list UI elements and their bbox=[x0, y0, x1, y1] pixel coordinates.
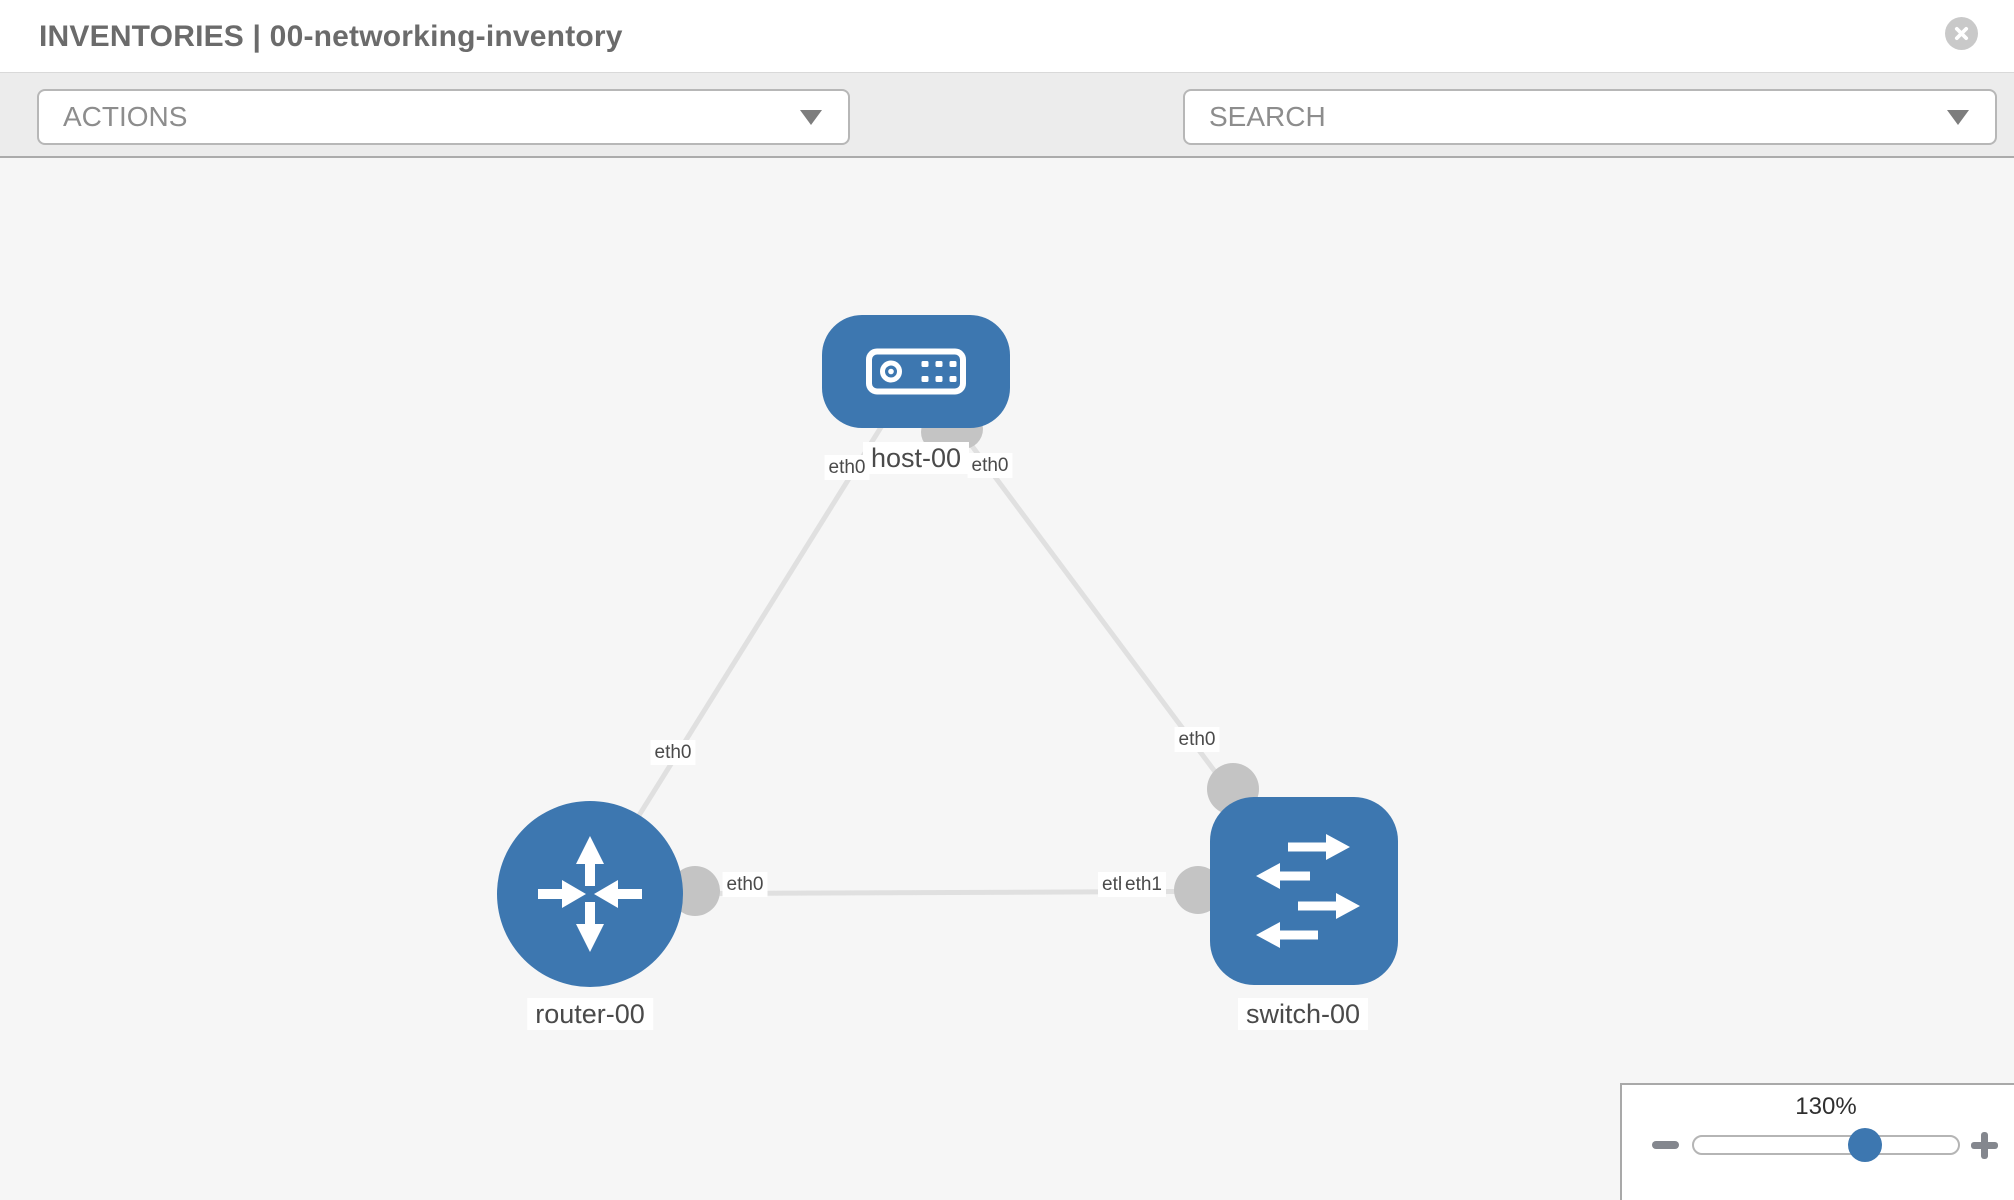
node-label-host-00: host-00 bbox=[862, 442, 970, 474]
topology-canvas[interactable]: host-00 router-00 switch-00 eth0 eth0 et… bbox=[0, 158, 2014, 1200]
router-icon bbox=[538, 836, 642, 952]
close-icon bbox=[1954, 26, 1969, 41]
actions-dropdown[interactable]: ACTIONS bbox=[37, 89, 850, 145]
plus-icon bbox=[1981, 1132, 1988, 1159]
zoom-out-button[interactable] bbox=[1652, 1141, 1679, 1149]
node-router-00[interactable] bbox=[497, 801, 683, 987]
breadcrumb-header: INVENTORIES | 00-networking-inventory bbox=[0, 0, 2014, 73]
node-switch-00[interactable] bbox=[1210, 797, 1398, 985]
actions-dropdown-label: ACTIONS bbox=[63, 101, 188, 132]
zoom-control-panel: 130% bbox=[1620, 1083, 2014, 1200]
topology-toolbar: ACTIONS bbox=[0, 73, 2014, 207]
interface-label-router-to-switch: eth0 bbox=[722, 872, 768, 897]
zoom-in-button[interactable] bbox=[1971, 1132, 1998, 1159]
interface-label-switch-to-host: eth0 bbox=[1174, 727, 1220, 752]
zoom-slider-track[interactable] bbox=[1692, 1135, 1960, 1155]
switch-icon bbox=[1256, 834, 1360, 948]
zoom-slider-knob[interactable] bbox=[1848, 1128, 1882, 1162]
caret-down-icon bbox=[1947, 109, 1969, 125]
node-label-switch-00: switch-00 bbox=[1237, 998, 1369, 1030]
search-input[interactable] bbox=[1209, 101, 1947, 133]
node-label-router-00: router-00 bbox=[527, 998, 653, 1030]
interface-label-host-to-router: eth0 bbox=[824, 455, 870, 480]
zoom-level-value: 130% bbox=[1795, 1093, 1857, 1120]
host-icon bbox=[866, 348, 966, 395]
close-button[interactable] bbox=[1945, 17, 1978, 50]
interface-label-switch-to-router: eth1 bbox=[1121, 872, 1166, 897]
interface-label-router-to-host: eth0 bbox=[650, 740, 696, 765]
interface-label-host-to-switch: eth0 bbox=[967, 453, 1013, 478]
node-host-00[interactable] bbox=[822, 315, 1010, 428]
page-title: INVENTORIES | 00-networking-inventory bbox=[39, 20, 623, 53]
search-dropdown[interactable] bbox=[1183, 89, 1997, 145]
caret-down-icon bbox=[800, 109, 822, 125]
topology-graph bbox=[497, 315, 1398, 987]
